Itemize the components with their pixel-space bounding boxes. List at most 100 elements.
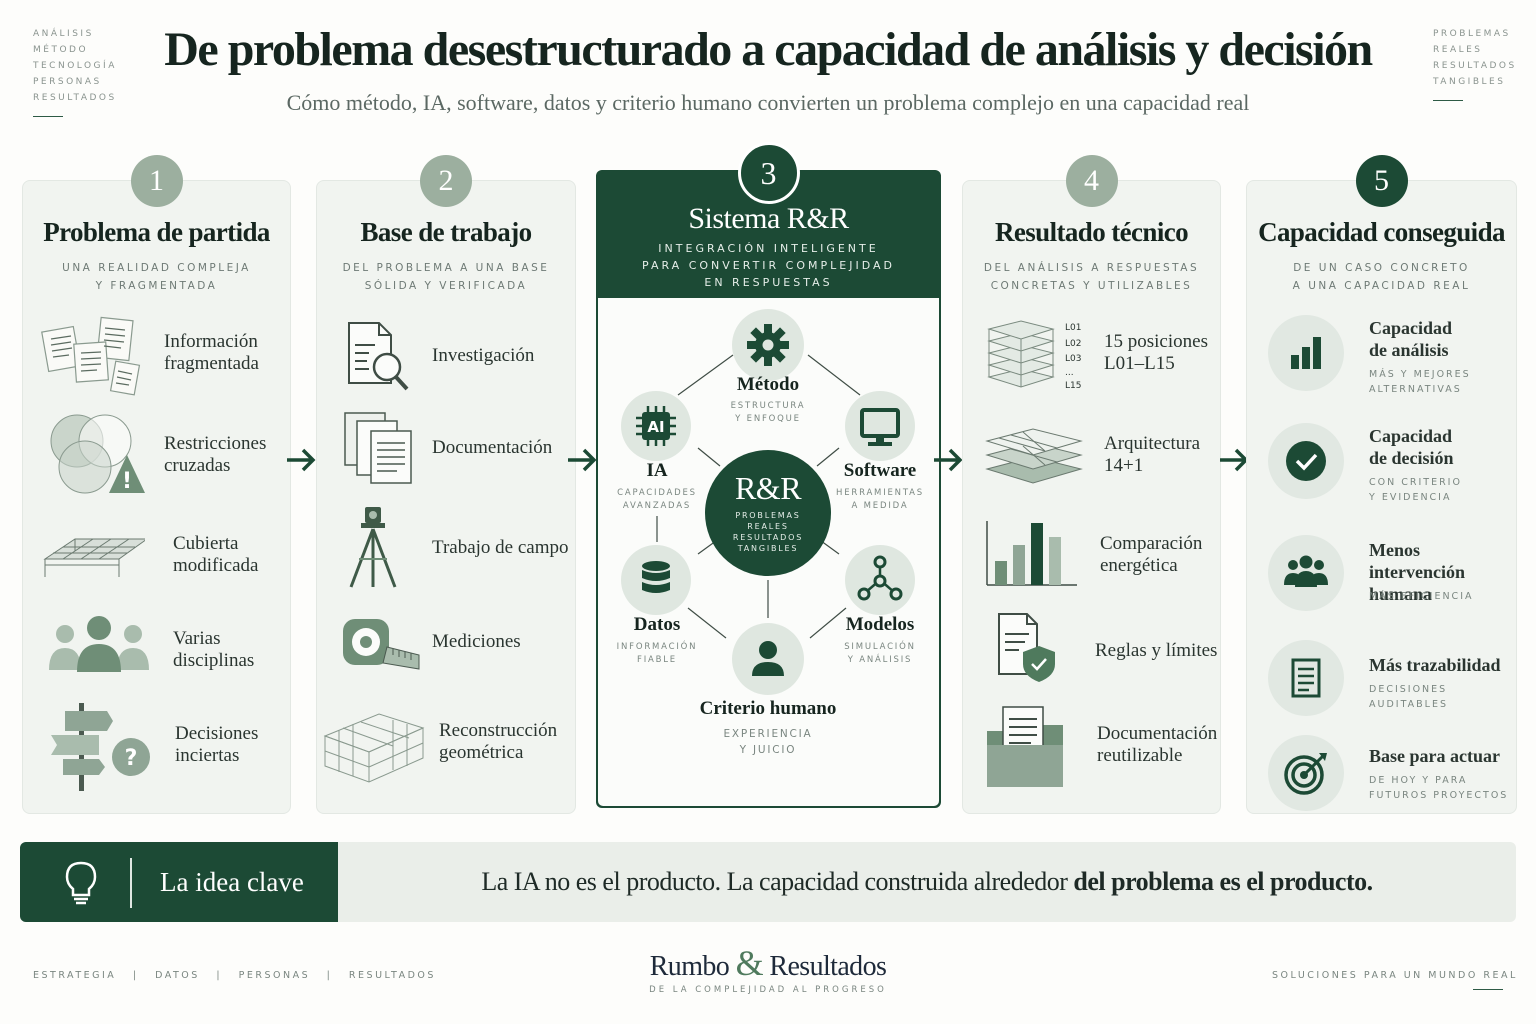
list-item: Reglas y límites	[963, 606, 1220, 696]
footer-slogan: SOLUCIONES PARA UN MUNDO REAL	[1272, 970, 1518, 981]
document-search-icon	[348, 322, 409, 391]
page-title: De problema desestructurado a capacidad …	[164, 23, 1373, 76]
panel-title: Base de trabajo	[360, 217, 533, 247]
svg-text:?: ?	[125, 746, 138, 771]
node-sub: ESTRUCTURA Y ENFOQUE	[730, 401, 806, 424]
item-label: Trabajo de campo	[432, 537, 569, 558]
system-connectors	[656, 354, 861, 639]
item-sub: MÁS EFICIENCIA	[1369, 591, 1474, 602]
step-number-1: 1	[130, 155, 183, 207]
gear-icon	[732, 309, 804, 381]
list-item: Varias disciplinas	[23, 606, 290, 696]
list-item: Capacidad de análisis MÁS Y MEJORES ALTE…	[1247, 311, 1516, 401]
node-sub: CAPACIDADES AVANZADAS	[617, 488, 697, 511]
ai-chip-icon: AI	[621, 391, 691, 461]
node-sub: EXPERIENCIA Y JUICIO	[723, 728, 813, 756]
footer-keywords: ESTRATEGIA | DATOS | PERSONAS | RESULTAD…	[33, 970, 436, 981]
panel-problema-partida: 1 Problema de partida UNA REALIDAD COMPL…	[22, 155, 291, 814]
list-item: Reconstrucción geométrica	[317, 696, 575, 786]
list-item: Documentación	[317, 403, 575, 493]
item-label: Base para actuar	[1369, 746, 1500, 766]
key-idea-banner: La idea clave La IA no es el producto. L…	[20, 842, 1516, 922]
node-label: IA	[646, 460, 668, 481]
node-label: Modelos	[845, 614, 915, 635]
list-item: Cubierta modificada	[23, 511, 290, 601]
panel-subtitle: DE UN CASO CONCRETO A UNA CAPACIDAD REAL	[1292, 262, 1471, 292]
system-diagram: Método ESTRUCTURA Y ENFOQUE AI IA CAPACI…	[598, 298, 939, 806]
page-subtitle: Cómo método, IA, software, datos y crite…	[286, 90, 1250, 115]
svg-text:!: !	[122, 469, 132, 494]
list-item: Capacidad de decisión CON CRITERIO Y EVI…	[1247, 419, 1516, 509]
item-label: 15 posiciones L01–L15	[1104, 331, 1208, 374]
item-label: Decisiones inciertas	[175, 723, 259, 766]
arrow-right-icon	[568, 448, 597, 472]
item-label: Cubierta modificada	[173, 533, 259, 576]
lightbulb-icon	[65, 861, 97, 905]
step-number-2: 2	[420, 155, 472, 207]
item-sub: CON CRITERIO Y EVIDENCIA	[1369, 477, 1462, 503]
item-label: Mediciones	[432, 631, 521, 652]
panel-title: Problema de partida	[43, 217, 270, 247]
banner-left: La idea clave	[20, 842, 338, 922]
document-shield-icon	[998, 613, 1055, 682]
stacked-plans-icon	[985, 428, 1083, 484]
item-label: Comparación energética	[1100, 533, 1203, 576]
item-label: Menos intervención humana	[1369, 540, 1465, 604]
list-item: Menos intervención humana MÁS EFICIENCIA	[1247, 531, 1516, 621]
panel-title: Sistema R&R	[688, 202, 849, 235]
signpost-question-icon: ?	[51, 703, 150, 791]
list-item: Investigación	[317, 311, 575, 401]
node-sub: SIMULACIÓN Y ANÁLISIS	[844, 642, 916, 665]
node-label: Método	[736, 374, 800, 395]
list-item: ? Decisiones inciertas	[23, 701, 290, 791]
panel-base-trabajo: 2 Base de trabajo DEL PROBLEMA A UNA BAS…	[316, 155, 576, 814]
list-item: Trabajo de campo	[317, 503, 575, 593]
documents-icon	[41, 316, 141, 396]
node-label: Datos	[633, 614, 681, 635]
item-label: Documentación	[432, 437, 553, 458]
banner-text: La IA no es el producto. La capacidad co…	[481, 867, 1373, 896]
database-icon	[621, 545, 691, 615]
banner-label: La idea clave	[160, 867, 304, 897]
node-label: Criterio humano	[699, 698, 837, 719]
roof-structure-icon	[43, 538, 145, 577]
item-sub: MÁS Y MEJORES ALTERNATIVAS	[1369, 369, 1471, 395]
list-item: Información fragmentada	[23, 311, 290, 401]
item-label: Varias disciplinas	[173, 628, 255, 671]
item-sub: DE HOY Y PARA FUTUROS PROYECTOS	[1369, 775, 1509, 801]
layers-icon	[987, 320, 1055, 388]
documents-stack-icon	[344, 412, 412, 484]
brand-tagline: DE LA COMPLEJIDAD AL PROGRESO	[649, 985, 887, 995]
team-icon	[1268, 535, 1344, 611]
list-item: ! Restricciones cruzadas	[23, 411, 290, 501]
item-label: Capacidad de decisión	[1369, 426, 1454, 468]
list-item: Comparación energética	[963, 511, 1220, 601]
list-item: Arquitectura 14+1	[963, 411, 1220, 501]
item-label: Investigación	[432, 345, 535, 366]
panel-title: Capacidad conseguida	[1258, 217, 1505, 247]
panel-resultado-tecnico: 4 Resultado técnico DEL ANÁLISIS A RESPU…	[962, 155, 1221, 814]
node-sub: INFORMACIÓN FIABLE	[616, 642, 698, 665]
check-icon	[1268, 423, 1344, 499]
bar-chart-icon	[986, 521, 1077, 586]
person-icon	[732, 623, 804, 695]
brand-logo: Rumbo & Resultados	[649, 943, 887, 983]
panel-subtitle: DEL ANÁLISIS A RESPUESTAS CONCRETAS Y UT…	[983, 262, 1200, 292]
node-label: Software	[843, 460, 917, 481]
step-number-4: 4	[1065, 155, 1118, 207]
hub-circle: R&R PROBLEMAS REALES RESULTADOS TANGIBLE…	[705, 450, 831, 576]
list-item: Mediciones	[317, 597, 575, 687]
panel-subtitle: DEL PROBLEMA A UNA BASE SÓLIDA Y VERIFIC…	[342, 262, 550, 292]
document-list-icon	[1268, 640, 1344, 716]
folder-docs-icon	[987, 706, 1063, 787]
item-label: Documentación reutilizable	[1097, 723, 1218, 766]
arrow-right-icon	[934, 448, 963, 472]
hub-subtitle: PROBLEMAS REALES RESULTADOS TANGIBLES	[732, 511, 804, 553]
item-label: Reglas y límites	[1095, 640, 1218, 661]
hub-title: R&R	[734, 470, 802, 506]
panel-sistema-rr: 3 Sistema R&R INTEGRACIÓN INTELIGENTE PA…	[596, 142, 941, 808]
